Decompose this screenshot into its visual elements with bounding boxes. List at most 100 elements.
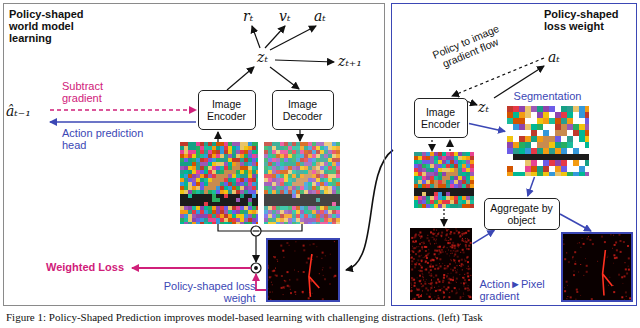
mosaic-cell <box>272 194 276 198</box>
heatmap-speck <box>275 268 276 269</box>
mosaic-cell <box>196 202 200 206</box>
heatmap-speck <box>626 296 627 297</box>
mosaic-cell <box>192 158 196 162</box>
mosaic-cell <box>192 210 196 214</box>
mosaic-cell <box>537 136 543 142</box>
mosaic-cell <box>296 142 300 146</box>
heatmap-speck <box>468 295 469 296</box>
mosaic-cell <box>450 168 454 172</box>
mosaic-cell <box>292 166 296 170</box>
mosaic-cell <box>248 146 252 150</box>
heatmap-speck <box>625 291 627 293</box>
mosaic-cell <box>216 202 220 206</box>
mosaic-cell <box>549 160 555 166</box>
mosaic-cell <box>442 180 446 184</box>
mosaic-cell <box>304 218 308 222</box>
mosaic-cell <box>280 214 284 218</box>
mosaic-cell <box>232 214 236 218</box>
heatmap-speck <box>414 247 416 249</box>
mosaic-cell <box>288 146 292 150</box>
mosaic-cell <box>188 210 192 214</box>
heatmap-speck <box>450 231 451 232</box>
mosaic-cell <box>188 214 192 218</box>
mosaic-cell <box>320 190 324 194</box>
heatmap-speck <box>455 262 456 263</box>
mosaic-cell <box>458 168 462 172</box>
heatmap-speck <box>438 281 440 283</box>
mosaic-cell <box>196 206 200 210</box>
mosaic-cell <box>284 146 288 150</box>
mosaic-cell <box>248 158 252 162</box>
mosaic-cell <box>300 206 304 210</box>
heatmap-speck <box>469 290 470 291</box>
arrow <box>299 130 300 141</box>
mosaic-cell <box>470 160 474 164</box>
heatmap-speck <box>468 230 470 232</box>
mosaic-cell <box>240 182 244 186</box>
mosaic-cell <box>549 136 555 142</box>
mosaic-cell <box>531 136 537 142</box>
mosaic-cell <box>519 106 525 112</box>
heatmap-speck <box>466 248 467 249</box>
annotation-label: Action prediction head <box>62 127 154 151</box>
mosaic-cell <box>462 188 466 192</box>
heatmap-stroke <box>309 254 319 297</box>
mosaic-cell <box>236 158 240 162</box>
mosaic-cell <box>573 160 579 166</box>
mosaic-cell <box>422 184 426 188</box>
heatmap-speck <box>414 285 415 286</box>
mosaic-cell <box>336 150 340 154</box>
heatmap-speck <box>436 235 438 237</box>
mosaic-cell <box>224 218 228 222</box>
mosaic-cell <box>561 160 567 166</box>
mosaic-cell <box>220 182 224 186</box>
mosaic-cell <box>414 164 418 168</box>
mosaic-cell <box>507 166 513 172</box>
mosaic-cell <box>276 190 280 194</box>
mosaic-cell <box>308 198 312 202</box>
mosaic-cell <box>430 156 434 160</box>
mosaic-cell <box>216 170 220 174</box>
mosaic-cell <box>519 118 525 124</box>
heatmap-speck <box>460 252 461 253</box>
mosaic-cell <box>200 210 204 214</box>
mosaic-cell <box>204 214 208 218</box>
mosaic-cell <box>450 152 454 156</box>
heatmap-speck <box>418 234 420 236</box>
mosaic-cell <box>537 124 543 130</box>
heatmap-speck <box>412 299 413 300</box>
heatmap-speck <box>432 233 434 235</box>
heatmap-speck <box>429 283 431 285</box>
heatmap-speck <box>437 246 439 248</box>
mosaic-cell <box>204 198 208 202</box>
mosaic-cell <box>567 160 573 166</box>
mosaic-cell <box>507 154 513 160</box>
heatmap-speck <box>334 241 335 242</box>
arrow <box>255 236 256 262</box>
mosaic-cell <box>426 204 430 208</box>
mosaic-cell <box>288 166 292 170</box>
mosaic-cell <box>312 206 316 210</box>
mosaic-cell <box>236 222 240 224</box>
mosaic-cell <box>579 106 585 112</box>
heatmap-speck <box>452 269 454 271</box>
mosaic-cell <box>292 206 296 210</box>
heatmap-speck <box>449 255 450 256</box>
mosaic-cell <box>280 218 284 222</box>
mosaic-cell <box>332 178 336 182</box>
mosaic-cell <box>434 188 438 192</box>
mosaic-cell <box>204 174 208 178</box>
mosaic-cell <box>208 218 212 222</box>
heatmap-speck <box>317 256 318 257</box>
mosaic-cell <box>312 158 316 162</box>
mosaic-cell <box>531 112 537 118</box>
mosaic-cell <box>458 200 462 204</box>
heatmap-speck <box>322 269 323 270</box>
mosaic-cell <box>248 186 252 190</box>
mosaic-cell <box>204 150 208 154</box>
mosaic-cell <box>264 178 268 182</box>
heatmap-speck <box>453 276 454 277</box>
heatmap-speck <box>459 262 460 263</box>
mosaic-cell <box>280 190 284 194</box>
mosaic-cell <box>184 158 188 162</box>
